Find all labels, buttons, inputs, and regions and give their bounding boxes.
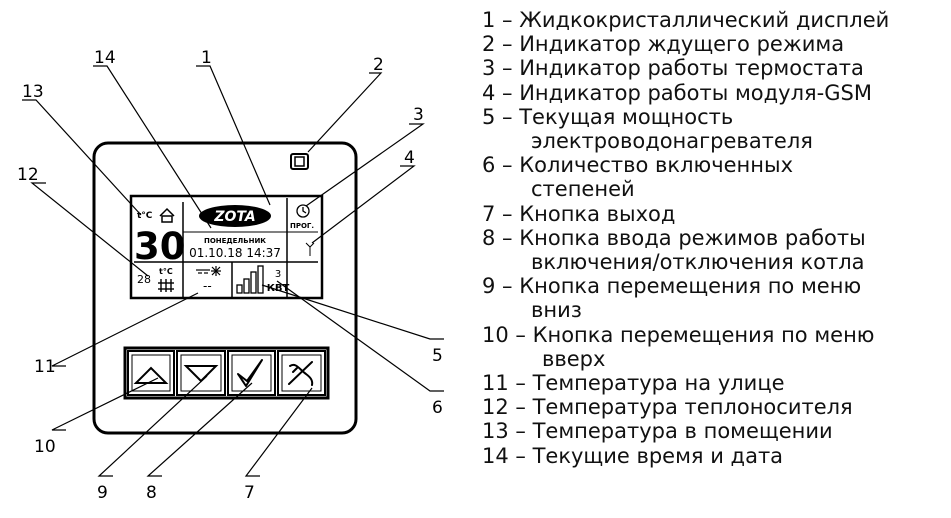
exit-icon [288,361,314,386]
callout-5: 5 [432,346,443,366]
clock-icon [296,204,310,218]
room-temp-label: t°C [137,211,153,221]
callout-12: 12 [17,165,39,185]
callout-4: 4 [404,148,415,168]
legend-text: 1 – Жидкокристаллический дисплей [482,8,890,32]
gsm-signal-icon [305,242,315,256]
legend-list: 1 – Жидкокристаллический дисплей 2 – Инд… [482,8,947,468]
date-time-text: 01.10.18 14:37 [189,246,281,260]
power-bars-icon [236,265,264,294]
legend-item: 13 – Температура в помещении [482,419,947,443]
legend-text: 10 – Кнопка перемещения по меню [482,322,875,347]
brand-text: ZOTA [213,209,255,225]
callout-7: 7 [244,483,255,503]
callout-numbers: 1 2 3 4 5 6 7 8 9 10 11 12 13 14 [17,48,443,503]
weekday-text: ПОНЕДЕЛЬНИК [204,237,266,245]
callout-9: 9 [97,483,108,503]
legend-item: 2 – Индикатор ждущего режима [482,32,947,56]
callout-11: 11 [34,357,56,377]
legend-text-continued: вниз [531,298,582,323]
legend-item: 1 – Жидкокристаллический дисплей [482,8,947,32]
lcd-display: ZOTA t°C 30 ПОНЕДЕЛЬНИК 01.10.18 14:37 П… [129,194,324,300]
enter-button[interactable] [227,350,276,396]
room-temp-value: 30 [134,225,186,268]
outdoor-icon [196,266,221,276]
legend-text-continued: вверх [542,346,606,371]
legend-item: 7 – Кнопка выход [482,202,947,226]
legend-text-continued: степеней [531,177,635,202]
legend-text: 3 – Индикатор работы термостата [482,56,864,81]
legend-text: 14 – Текущие время и дата [482,443,784,468]
standby-indicator-icon [290,153,309,170]
callout-13: 13 [22,82,44,102]
power-unit: КВТ [267,283,290,294]
callout-lines [22,65,444,477]
exit-button[interactable] [277,350,326,396]
outdoor-temp-value: -- [203,279,212,293]
program-label: ПРОГ. [290,222,314,230]
callout-2: 2 [373,55,384,75]
legend-text-continued: включения/отключения котла [531,250,865,275]
legend-text: 9 – Кнопка перемещения по меню [482,274,862,299]
legend-text: 12 – Температура теплоносителя [482,395,853,420]
callout-8: 8 [146,483,157,503]
callout-6: 6 [432,398,443,418]
callout-14: 14 [94,48,116,68]
stages-value: 3 [275,269,281,280]
control-panel-diagram: ZOTA t°C 30 ПОНЕДЕЛЬНИК 01.10.18 14:37 П… [17,48,444,503]
house-icon [159,207,175,223]
legend-text: 7 – Кнопка выход [482,201,676,226]
checkmark-icon [237,359,263,387]
legend-text: 11 – Температура на улице [482,371,785,396]
legend-item: 3 – Индикатор работы термостата [482,56,947,80]
legend-text: 8 – Кнопка ввода режимов работы [482,225,866,250]
coolant-temp-label: t°C [159,267,173,276]
legend-text: 4 – Индикатор работы модуля-GSM [482,80,872,105]
legend-text: 13 – Температура в помещении [482,419,833,444]
legend-item: 12 – Температура теплоносителя [482,395,947,419]
coolant-temp-value: 28 [137,273,151,286]
legend-text: 6 – Количество включенных [482,153,794,178]
down-button[interactable] [176,350,226,396]
zota-logo: ZOTA [199,205,271,227]
legend-item: 14 – Текущие время и дата [482,444,947,468]
callout-1: 1 [201,48,212,68]
arrow-up-icon [133,366,169,384]
legend-item: 11 – Температура на улице [482,371,947,395]
callout-3: 3 [413,105,424,125]
up-button[interactable] [127,350,175,396]
legend-item: 4 – Индикатор работы модуля-GSM [482,81,947,105]
arrow-down-icon [183,365,219,383]
legend-text: 5 – Текущая мощность [482,104,734,129]
callout-10: 10 [34,437,56,457]
radiator-icon [158,279,174,292]
legend-text: 2 – Индикатор ждущего режима [482,32,845,57]
legend-text-continued: электроводонагревателя [531,129,813,154]
